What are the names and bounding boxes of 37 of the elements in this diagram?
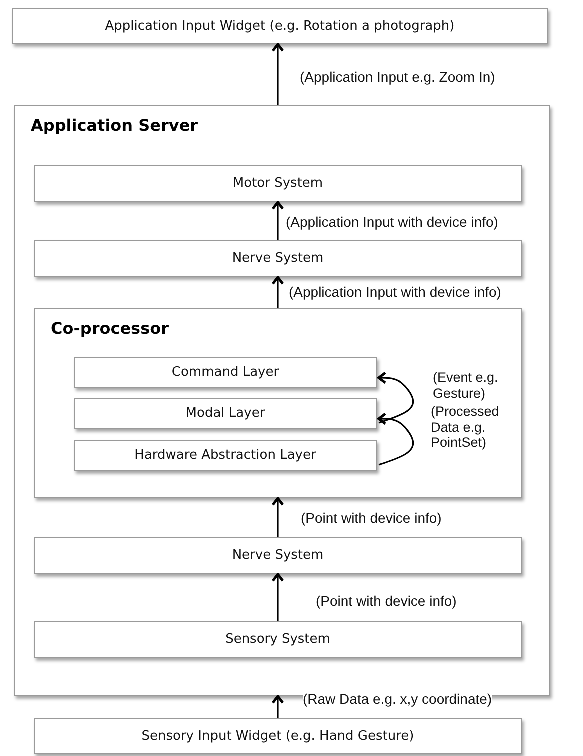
box-label: Sensory Input Widget (e.g. Hand Gesture): [142, 728, 414, 744]
arrow: [272, 201, 284, 240]
box-label: Application Input Widget (e.g. Rotation a photograph): [105, 18, 455, 34]
arrow: [272, 497, 284, 537]
edge-label: (Application Input with device info): [289, 284, 502, 300]
coprocessor-panel: [34, 308, 522, 498]
arrow: [272, 695, 284, 718]
widget-box: [34, 718, 522, 754]
box-label: Modal Layer: [186, 406, 266, 421]
edge-label: (Application Input with device info): [286, 214, 498, 230]
system-box: [34, 165, 522, 202]
panel-heading: Application Server: [31, 116, 198, 135]
layer-box: [74, 398, 377, 429]
edge-label: (Raw Data e.g. x,y coordinate): [303, 691, 492, 708]
arrow: [272, 573, 284, 621]
panel-heading: Co-processor: [51, 319, 169, 338]
arrow: [272, 276, 284, 308]
edge-label: (Point with device info): [301, 510, 442, 526]
edge-label: (Processed Data e.g. PointSet): [431, 404, 500, 451]
edge-label: (Point with device info): [316, 593, 457, 610]
layer-box: [74, 440, 377, 471]
arrow: [378, 372, 414, 424]
edge-label: (Event e.g. Gesture): [433, 370, 500, 402]
arrow: [272, 43, 284, 105]
box-label: Sensory System: [226, 632, 330, 647]
system-box: [34, 621, 522, 658]
layer-box: [74, 357, 377, 388]
box-label: Command Layer: [172, 365, 280, 380]
arrow: [378, 412, 414, 466]
box-label: Motor System: [232, 176, 324, 191]
box-label: Nerve System: [232, 251, 324, 266]
system-box: [34, 537, 522, 574]
system-box: [34, 240, 522, 277]
box-label: Hardware Abstraction Layer: [134, 448, 316, 463]
box-label: Nerve System: [232, 548, 324, 563]
widget-box: [12, 8, 548, 44]
edge-label: (Application Input e.g. Zoom In): [300, 69, 496, 86]
